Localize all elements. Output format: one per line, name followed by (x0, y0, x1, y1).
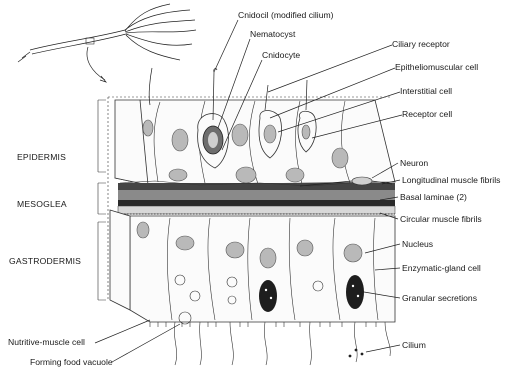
layer-label-gastrodermis: GASTRODERMIS (9, 256, 81, 266)
label-enzymatic-gland-cell: Enzymatic-gland cell (402, 263, 481, 273)
hydra-inset-illustration (18, 4, 196, 82)
label-neuron: Neuron (400, 158, 428, 168)
label-circular-muscle-fibrils: Circular muscle fibrils (400, 214, 482, 224)
tissue-block (108, 97, 395, 365)
label-nucleus: Nucleus (402, 239, 433, 249)
label-receptor-cell: Receptor cell (402, 109, 452, 119)
layer-label-mesoglea: MESOGLEA (17, 199, 67, 209)
label-granular-secretions: Granular secretions (402, 293, 477, 303)
label-ciliary-receptor: Ciliary receptor (392, 39, 450, 49)
cilium-dots (349, 349, 364, 358)
label-cilium: Cilium (402, 340, 426, 350)
layer-brackets (98, 100, 106, 300)
layer-label-epidermis: EPIDERMIS (17, 152, 66, 162)
label-cnidocil: Cnidocil (modified cilium) (238, 10, 334, 20)
label-interstitial-cell: Interstitial cell (400, 86, 452, 96)
label-longitudinal-muscle-fibrils: Longitudinal muscle fibrils (402, 175, 500, 185)
label-forming-food-vacuole: Forming food vacuole (30, 357, 113, 367)
label-epitheliomuscular-cell: Epitheliomuscular cell (395, 62, 478, 72)
label-nutritive-muscle-cell: Nutritive-muscle cell (8, 337, 85, 347)
label-nematocyst: Nematocyst (250, 29, 296, 39)
label-basal-laminae: Basal laminae (2) (400, 192, 467, 202)
label-cnidocyte: Cnidocyte (262, 50, 300, 60)
